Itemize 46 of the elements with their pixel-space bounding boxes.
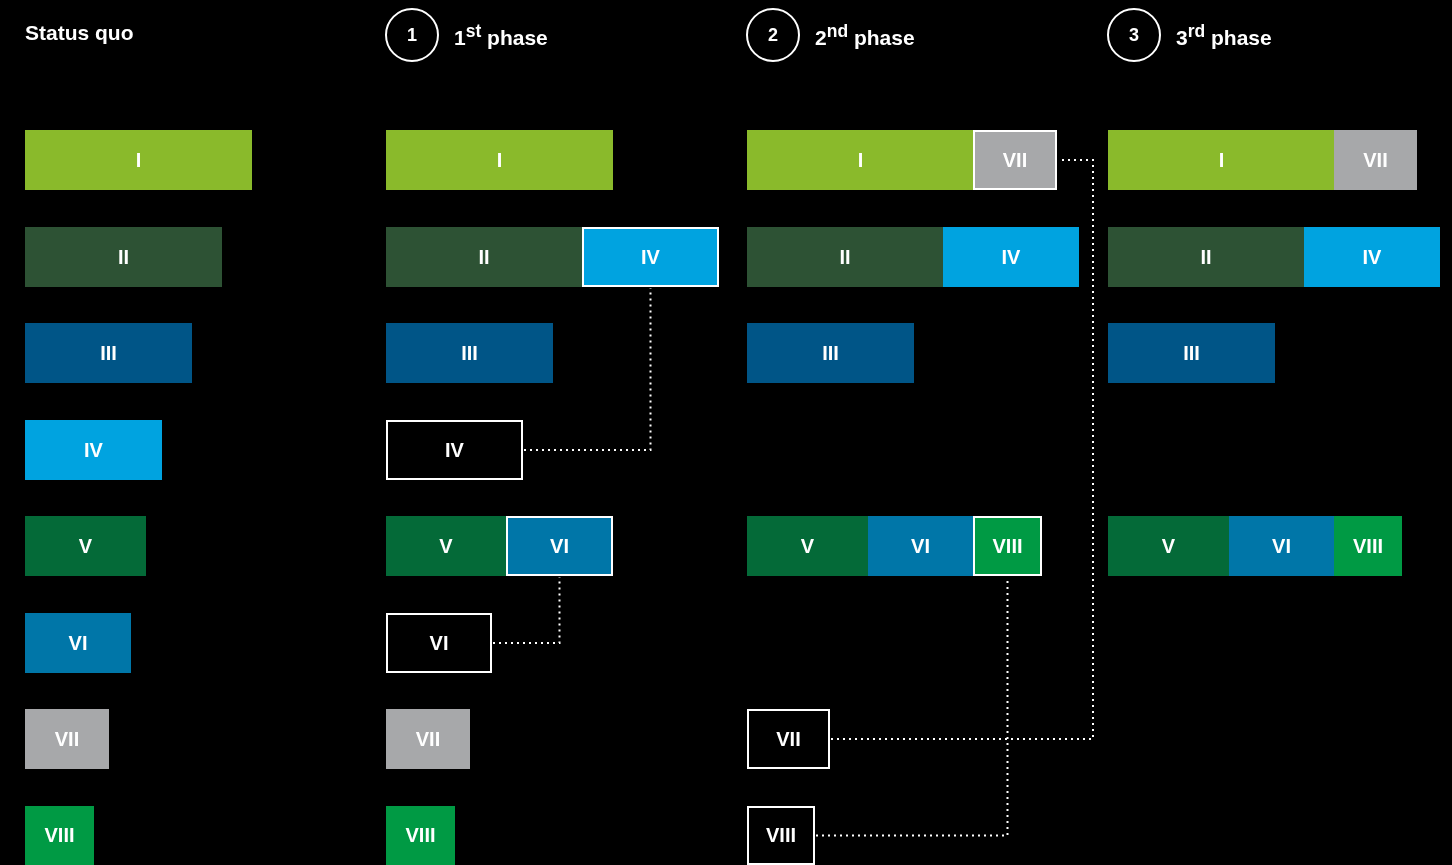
highlighted-bar-segment: VIII bbox=[973, 516, 1042, 576]
bar-segment: V bbox=[386, 516, 506, 576]
dotted-connector bbox=[523, 287, 652, 451]
moved-segment-box: IV bbox=[386, 420, 523, 480]
phase-heading: 3$^{rd}$ phase bbox=[1176, 21, 1272, 50]
bar-segment: III bbox=[747, 323, 914, 383]
bar-segment: III bbox=[386, 323, 553, 383]
bar-segment: V bbox=[1108, 516, 1229, 576]
moved-segment-box: VIII bbox=[747, 806, 815, 865]
bar-segment: I bbox=[386, 130, 613, 190]
phase-number-circle: 1 bbox=[385, 8, 439, 62]
phase-heading: 2$^{nd}$ phase bbox=[815, 21, 915, 50]
bar-segment: I bbox=[747, 130, 974, 190]
bar-segment: VIII bbox=[1334, 516, 1402, 576]
bar-segment: IV bbox=[1304, 227, 1440, 287]
phase-number-circle: 3 bbox=[1107, 8, 1161, 62]
highlighted-bar-segment: VI bbox=[506, 516, 613, 576]
bar-segment: VII bbox=[25, 709, 109, 769]
bar-segment: III bbox=[1108, 323, 1275, 383]
moved-segment-box: VII bbox=[747, 709, 830, 769]
bar-segment: II bbox=[386, 227, 582, 287]
bar-segment: VI bbox=[1229, 516, 1334, 576]
bar-segment: III bbox=[25, 323, 192, 383]
bar-segment: II bbox=[1108, 227, 1304, 287]
bar-segment: II bbox=[25, 227, 222, 287]
bar-segment: VII bbox=[1334, 130, 1417, 190]
bar-segment: I bbox=[25, 130, 252, 190]
highlighted-bar-segment: IV bbox=[582, 227, 719, 287]
bar-segment: VIII bbox=[386, 806, 455, 865]
phase-heading: 1$^{st}$ phase bbox=[454, 21, 548, 50]
bar-segment: II bbox=[747, 227, 943, 287]
bar-segment: IV bbox=[25, 420, 162, 480]
phase-number-circle: 2 bbox=[746, 8, 800, 62]
highlighted-bar-segment: VII bbox=[973, 130, 1057, 190]
bar-segment: IV bbox=[943, 227, 1079, 287]
bar-segment: VI bbox=[868, 516, 973, 576]
bar-segment: V bbox=[25, 516, 146, 576]
dotted-connector bbox=[492, 576, 561, 644]
bar-segment: VII bbox=[386, 709, 470, 769]
bar-segment: I bbox=[1108, 130, 1335, 190]
bar-segment: V bbox=[747, 516, 868, 576]
bar-segment: VIII bbox=[25, 806, 94, 865]
column-heading: Status quo bbox=[25, 21, 134, 45]
moved-segment-box: VI bbox=[386, 613, 492, 673]
bar-segment: VI bbox=[25, 613, 131, 673]
dotted-connector bbox=[830, 159, 1094, 740]
